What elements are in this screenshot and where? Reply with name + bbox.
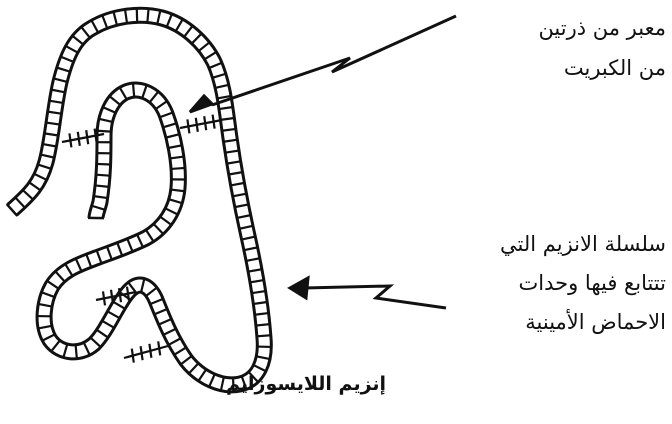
disulfide-bridge (180, 115, 222, 134)
chain-segment-divider (133, 83, 134, 97)
chain-segment-divider (97, 131, 111, 132)
disulfide-bridge-label-line: معبر من ذرتين (538, 8, 666, 48)
disulfide-bridge (124, 341, 168, 362)
chain-segment-divider (256, 324, 270, 325)
chain-segment-divider (147, 9, 148, 23)
chain-segment-divider (95, 185, 109, 186)
chain-segment-divider (257, 335, 271, 336)
diagram-title: إنزيم اللايسوزايم (226, 373, 386, 395)
chain-segment-divider (97, 164, 111, 165)
enzyme-chain (7, 8, 272, 392)
enzyme-chain-label-line: سلسلة الانزيم التي (500, 225, 666, 264)
chain-segment-divider (96, 175, 110, 176)
chain-segment-divider (171, 168, 185, 169)
lightning-arrow-icon (290, 278, 446, 308)
disulfide-bridge-label-line: من الكبريت (538, 48, 666, 88)
chain-segment-divider (76, 345, 77, 359)
enzyme-chain-label-line: الاحماض الأمينية (500, 303, 666, 342)
disulfide-bridge-label: معبر من ذرتين من الكبريت (538, 8, 666, 88)
enzyme-chain-label-line: تتتابع فيها وحدات (500, 264, 666, 303)
lightning-arrow-icon (190, 16, 456, 112)
enzyme-chain-label: سلسلة الانزيم التي تتتابع فيها وحدات الا… (500, 225, 666, 342)
